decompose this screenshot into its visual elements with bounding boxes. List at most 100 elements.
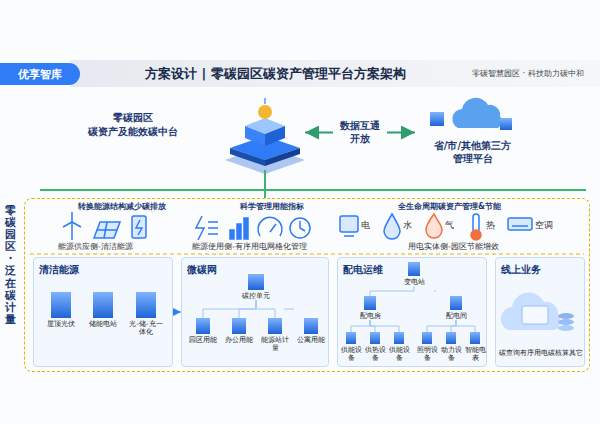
equipment-item: 照明设备 (415, 332, 439, 362)
deco-shape (208, 227, 218, 229)
node-text: 优享智库 (18, 67, 62, 82)
node-text: 园区用能 (186, 336, 220, 344)
meter-item: 园区用能 (186, 318, 220, 344)
entity-icons (340, 214, 532, 240)
node-text: 能源站计量 (258, 336, 292, 352)
deco-shape (512, 225, 528, 227)
platform-node: 零碳园区 碳资产及能效碳中台 (225, 95, 305, 170)
icon-label: 气 (445, 219, 454, 232)
park-region: 零碳园区 · 泛在碳计量清洁能源屋顶光伏储能电站光-储-充一体化微碳网碳控单元园… (24, 198, 590, 372)
deco-shape (208, 221, 218, 223)
section-box: 配电运维变电站配电房配电间供能设备供热设备供能设备照明设备动力设备智能电表 (337, 257, 487, 367)
deco-shape (340, 216, 358, 232)
divider-line (30, 254, 584, 255)
deco-shape (265, 148, 300, 166)
icon-label: 空调 (535, 219, 553, 232)
deco-shape (426, 214, 442, 238)
deco-shape (196, 216, 204, 240)
platform-icon (225, 98, 305, 174)
deco-shape (132, 216, 146, 238)
control-unit: 碳控单元 (228, 274, 284, 300)
device-item: 光-储-充一体化 (126, 292, 166, 336)
section-heading: 科学管理用能指标 (240, 201, 304, 212)
deco-shape (244, 218, 248, 239)
meter-item: 办公用能 (222, 318, 256, 344)
deco-shape (258, 217, 282, 236)
deco-shape (264, 98, 266, 104)
online-box: 线上业务碳查询有序用电碳核算其它 (495, 257, 585, 367)
deco-shape (471, 230, 481, 240)
deco-shape (70, 60, 600, 87)
distribution-item: 配电房 (350, 296, 390, 320)
equipment-item: 供能设备 (339, 332, 363, 362)
meter-item: 公寓用能 (294, 318, 328, 344)
node-text: 配电房 (350, 312, 390, 320)
tag-pill: 优享智库 (0, 63, 80, 85)
deco-shape (508, 218, 532, 230)
node-text: 公寓用能 (294, 336, 328, 344)
header-band (70, 60, 600, 87)
substation-item: 变电站 (394, 262, 434, 286)
deco-shape (270, 224, 276, 232)
icon-caption: 能源供应侧-清洁能源 (58, 242, 133, 252)
equipment-item: 供能设备 (387, 332, 411, 362)
node-text: 配电运维 (338, 260, 388, 280)
node-text: 微碳网 (182, 260, 222, 280)
usage-icons (196, 216, 310, 240)
node-text: 配电间 (436, 312, 476, 320)
deco-shape (97, 229, 117, 231)
section-box: 清洁能源屋顶光伏储能电站光-储-充一体化 (33, 257, 173, 367)
service-row: 碳查询有序用电碳核算其它 (499, 349, 581, 358)
service-text: 碳核算 (548, 349, 569, 358)
meter-item: 能源站计量 (258, 318, 292, 352)
deco-shape (344, 235, 354, 237)
node-text: 光-储-充一体化 (126, 320, 166, 336)
deco-shape (72, 222, 81, 227)
node-text: 供能设备 (339, 346, 363, 362)
node-text: 零碳园区 碳资产及能效碳中台 (73, 111, 193, 138)
deco-shape (290, 218, 310, 238)
icon-label: 热 (486, 219, 495, 232)
icon-label: 电 (361, 219, 370, 232)
deco-shape (230, 148, 265, 166)
service-text: 其它 (569, 349, 583, 358)
node-text: 清洁能源 (34, 260, 84, 280)
deco-shape (208, 233, 218, 235)
service-text: 有序用电 (520, 349, 548, 358)
node-text: 供能设备 (387, 346, 411, 362)
deco-shape (300, 221, 305, 231)
section-heading: 转换能源结构减少碳排放 (78, 201, 166, 212)
equipment-item: 供热设备 (363, 332, 387, 362)
page-title: 方案设计 | 零碳园区碳资产管理平台方案架构 (145, 65, 406, 83)
header-note: 零碳智慧园区 · 科技助力碳中和 (472, 68, 584, 79)
section-box: 微碳网碳控单元园区用能办公用能能源站计量公寓用能 (181, 257, 329, 367)
deco-shape (63, 222, 72, 227)
deco-shape (245, 126, 265, 146)
node-text: 碳控单元 (228, 292, 284, 300)
node-text: 照明设备 (415, 346, 439, 362)
equipment-item: 动力设备 (439, 332, 463, 362)
node-text: 省/市/其他第三方 管理平台 (415, 139, 530, 165)
deco-shape (258, 105, 272, 119)
section-heading: 全生命周期碳资产管理&节能 (398, 201, 501, 212)
edge-label: 数据互通 开放 (333, 119, 387, 146)
bus-line (40, 190, 586, 191)
icon-caption: 能源使用侧-有序用电网格化管理 (192, 242, 307, 252)
node-text: 储能电站 (84, 320, 122, 328)
deco-shape (384, 214, 400, 239)
connector (173, 311, 181, 312)
external-platform: 省/市/其他第三方 管理平台 (415, 95, 530, 173)
supply-icons (63, 212, 146, 240)
deco-shape (237, 224, 241, 239)
device-item: 储能电站 (84, 292, 122, 328)
deco-shape (500, 118, 512, 130)
cloud-icon (430, 98, 512, 130)
node-text: 供热设备 (363, 346, 387, 362)
deco-shape (136, 220, 142, 235)
node-text: 智能电表 (463, 346, 487, 362)
deco-shape (452, 98, 502, 128)
deco-shape (71, 222, 73, 240)
deco-shape (265, 126, 285, 146)
